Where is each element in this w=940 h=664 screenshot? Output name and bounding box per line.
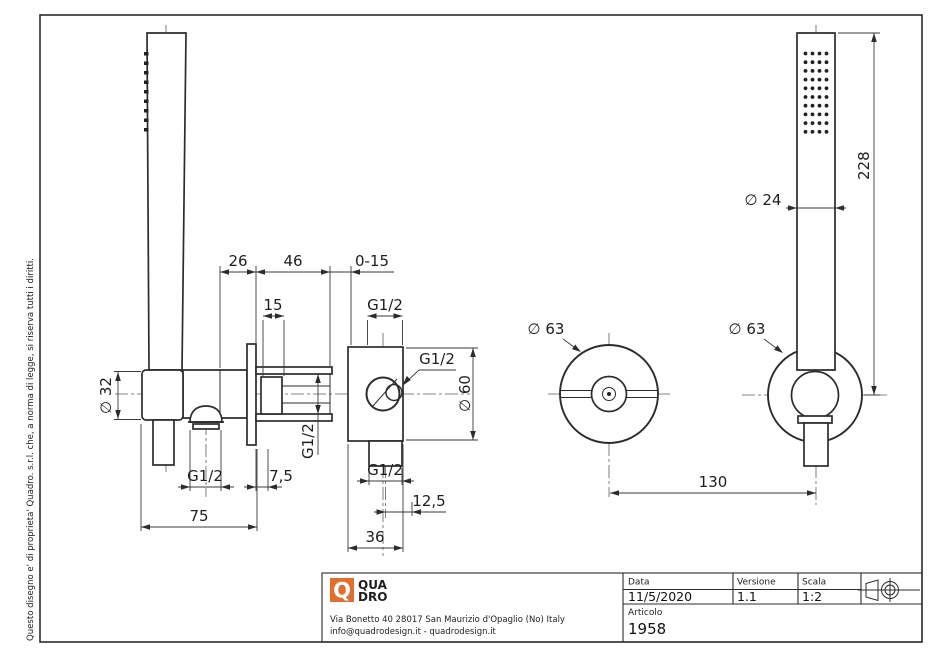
- inwall-pipe-lines: [282, 374, 331, 414]
- side-view-extension-lines: [114, 266, 478, 552]
- scala-label: Scala: [802, 578, 826, 588]
- projection-symbol-icon: [858, 578, 920, 602]
- thread-g12-bottom-label: G1/2: [367, 461, 403, 479]
- thread-g12-inwall-label: G1/2: [299, 423, 317, 459]
- wall-flange: [246, 343, 257, 446]
- versione-value: 1.1: [737, 589, 757, 604]
- dia-32-label: ∅ 32: [97, 377, 115, 414]
- address-line-2: info@quadrodesign.it - quadrodesign.it: [330, 627, 497, 637]
- holder-knob-circle: [790, 370, 840, 420]
- valve-port-diagonal: [371, 378, 398, 408]
- articolo-label: Articolo: [628, 608, 663, 618]
- dim-228-label: 228: [855, 151, 873, 180]
- title-block: Q QUA DRO Via Bonetto 40 28017 San Mauri…: [321, 572, 923, 643]
- outlet-dome: [189, 405, 223, 423]
- title-block-border: [321, 572, 923, 643]
- dim-0-15-label: 0-15: [355, 252, 389, 270]
- ownership-note: Questo disegno e' di proprieta' Quadro. …: [26, 258, 36, 641]
- articolo-value: 1958: [628, 620, 666, 638]
- front-view: 228 ∅ 24 ∅ 63 ∅ 63 130: [528, 25, 888, 505]
- dim-26-label: 26: [228, 252, 247, 270]
- versione-label: Versione: [737, 578, 776, 588]
- holder-stub-side: [152, 419, 175, 466]
- dim-12-5-label: 12,5: [412, 492, 445, 510]
- thread-g12-top-label: G1/2: [367, 296, 403, 314]
- inwall-cartridge: [260, 376, 283, 415]
- valve-body: [347, 346, 404, 442]
- inwall-union-bottom: [255, 413, 333, 422]
- dia-63-holder-label: ∅ 63: [729, 320, 766, 338]
- data-value: 11/5/2020: [628, 589, 692, 604]
- inwall-union-top: [255, 366, 333, 375]
- logo-word-top: QUA: [358, 578, 388, 592]
- logo-word-bottom: DRO: [358, 590, 387, 604]
- dim-15-label: 15: [263, 296, 282, 314]
- front-view-extension-lines: [838, 32, 880, 396]
- mixer-pin-circle: [602, 387, 616, 401]
- handshower-front: [796, 32, 836, 371]
- dim-130-label: 130: [699, 473, 728, 491]
- data-label: Data: [628, 578, 650, 588]
- scala-value: 1:2: [802, 589, 822, 604]
- dia-24-label: ∅ 24: [745, 191, 782, 209]
- holder-stub-front: [803, 422, 829, 467]
- mixer-pin-dot: [607, 392, 611, 396]
- handshower-front-nozzles: [803, 51, 829, 134]
- side-view: 26 46 0-15 15 G1/2 G1/2 ∅ 60 ∅ 32 G1/2 G…: [97, 25, 478, 556]
- outlet-thread: [192, 423, 220, 430]
- front-view-dimension-lines: [562, 33, 875, 494]
- handshower-side: [146, 32, 187, 371]
- handshower-side-nozzles: [144, 52, 149, 132]
- side-view-dimension-lines: [117, 271, 474, 549]
- logo-initial: Q: [333, 579, 351, 603]
- dim-75-label: 75: [189, 507, 208, 525]
- dim-36-label: 36: [365, 528, 384, 546]
- valve-port-inner-circle: [385, 383, 403, 402]
- thread-g12-outlet-label: G1/2: [187, 467, 223, 485]
- address-line-1: Via Bonetto 40 28017 San Maurizio d'Opag…: [330, 615, 565, 625]
- dia-63-mixer-label: ∅ 63: [528, 320, 565, 338]
- valve-bottom-stub: [368, 440, 403, 467]
- thread-g12-valve-label: G1/2: [419, 350, 455, 368]
- title-block-grid: [622, 573, 922, 642]
- handshower-holder-side: [141, 369, 184, 421]
- mixer-lever-lines: [560, 390, 658, 398]
- dim-46-label: 46: [283, 252, 302, 270]
- dim-7-5-label: 7,5: [269, 467, 293, 485]
- holder-clip-front: [797, 415, 833, 424]
- logo-mark: [330, 578, 354, 602]
- valve-port-circle: [365, 376, 401, 412]
- dia-60-label: ∅ 60: [456, 375, 474, 412]
